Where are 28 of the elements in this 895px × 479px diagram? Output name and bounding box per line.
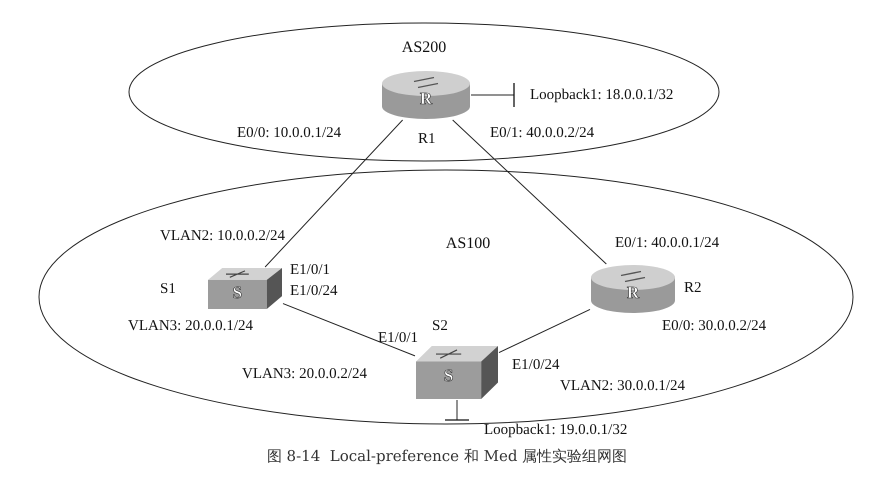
as-label: AS200 [402, 40, 446, 56]
loopback-line [470, 82, 515, 108]
device-name: R1 [418, 131, 436, 147]
interface-address: VLAN2: 30.0.0.1/24 [560, 378, 685, 394]
link-line [264, 120, 404, 268]
device-letter: R [626, 285, 640, 301]
interface-address: E0/1: 40.0.0.1/24 [615, 235, 720, 251]
interface-address: E1/0/24 [512, 357, 560, 373]
interface-address: E0/0: 30.0.0.2/24 [662, 318, 766, 334]
interface-address: E1/0/1 [290, 262, 330, 278]
interface-address: E1/0/1 [378, 330, 418, 346]
interface-address: E0/1: 40.0.0.2/24 [490, 125, 594, 141]
interface-address: E0/0: 10.0.0.1/24 [237, 125, 342, 141]
figure-caption: 图 8-14 Local-preference 和 Med 属性实验组网图 [266, 448, 628, 464]
device-name: S1 [160, 281, 176, 297]
device-name: S2 [432, 318, 448, 334]
device-letter: R [420, 91, 432, 107]
link-line [452, 120, 607, 264]
interface-address: VLAN2: 10.0.0.2/24 [160, 228, 285, 244]
as-label: AS100 [446, 236, 490, 252]
link-line [282, 303, 416, 356]
loopback-address: Loopback1: 19.0.0.1/32 [484, 422, 628, 438]
loopback-line [444, 400, 470, 421]
device-name: R2 [684, 280, 702, 296]
interface-address: VLAN3: 20.0.0.1/24 [128, 318, 253, 334]
interface-address: E1/0/24 [290, 283, 338, 299]
loopback-address: Loopback1: 18.0.0.1/32 [530, 87, 674, 103]
interface-address: VLAN3: 20.0.0.2/24 [242, 366, 367, 382]
